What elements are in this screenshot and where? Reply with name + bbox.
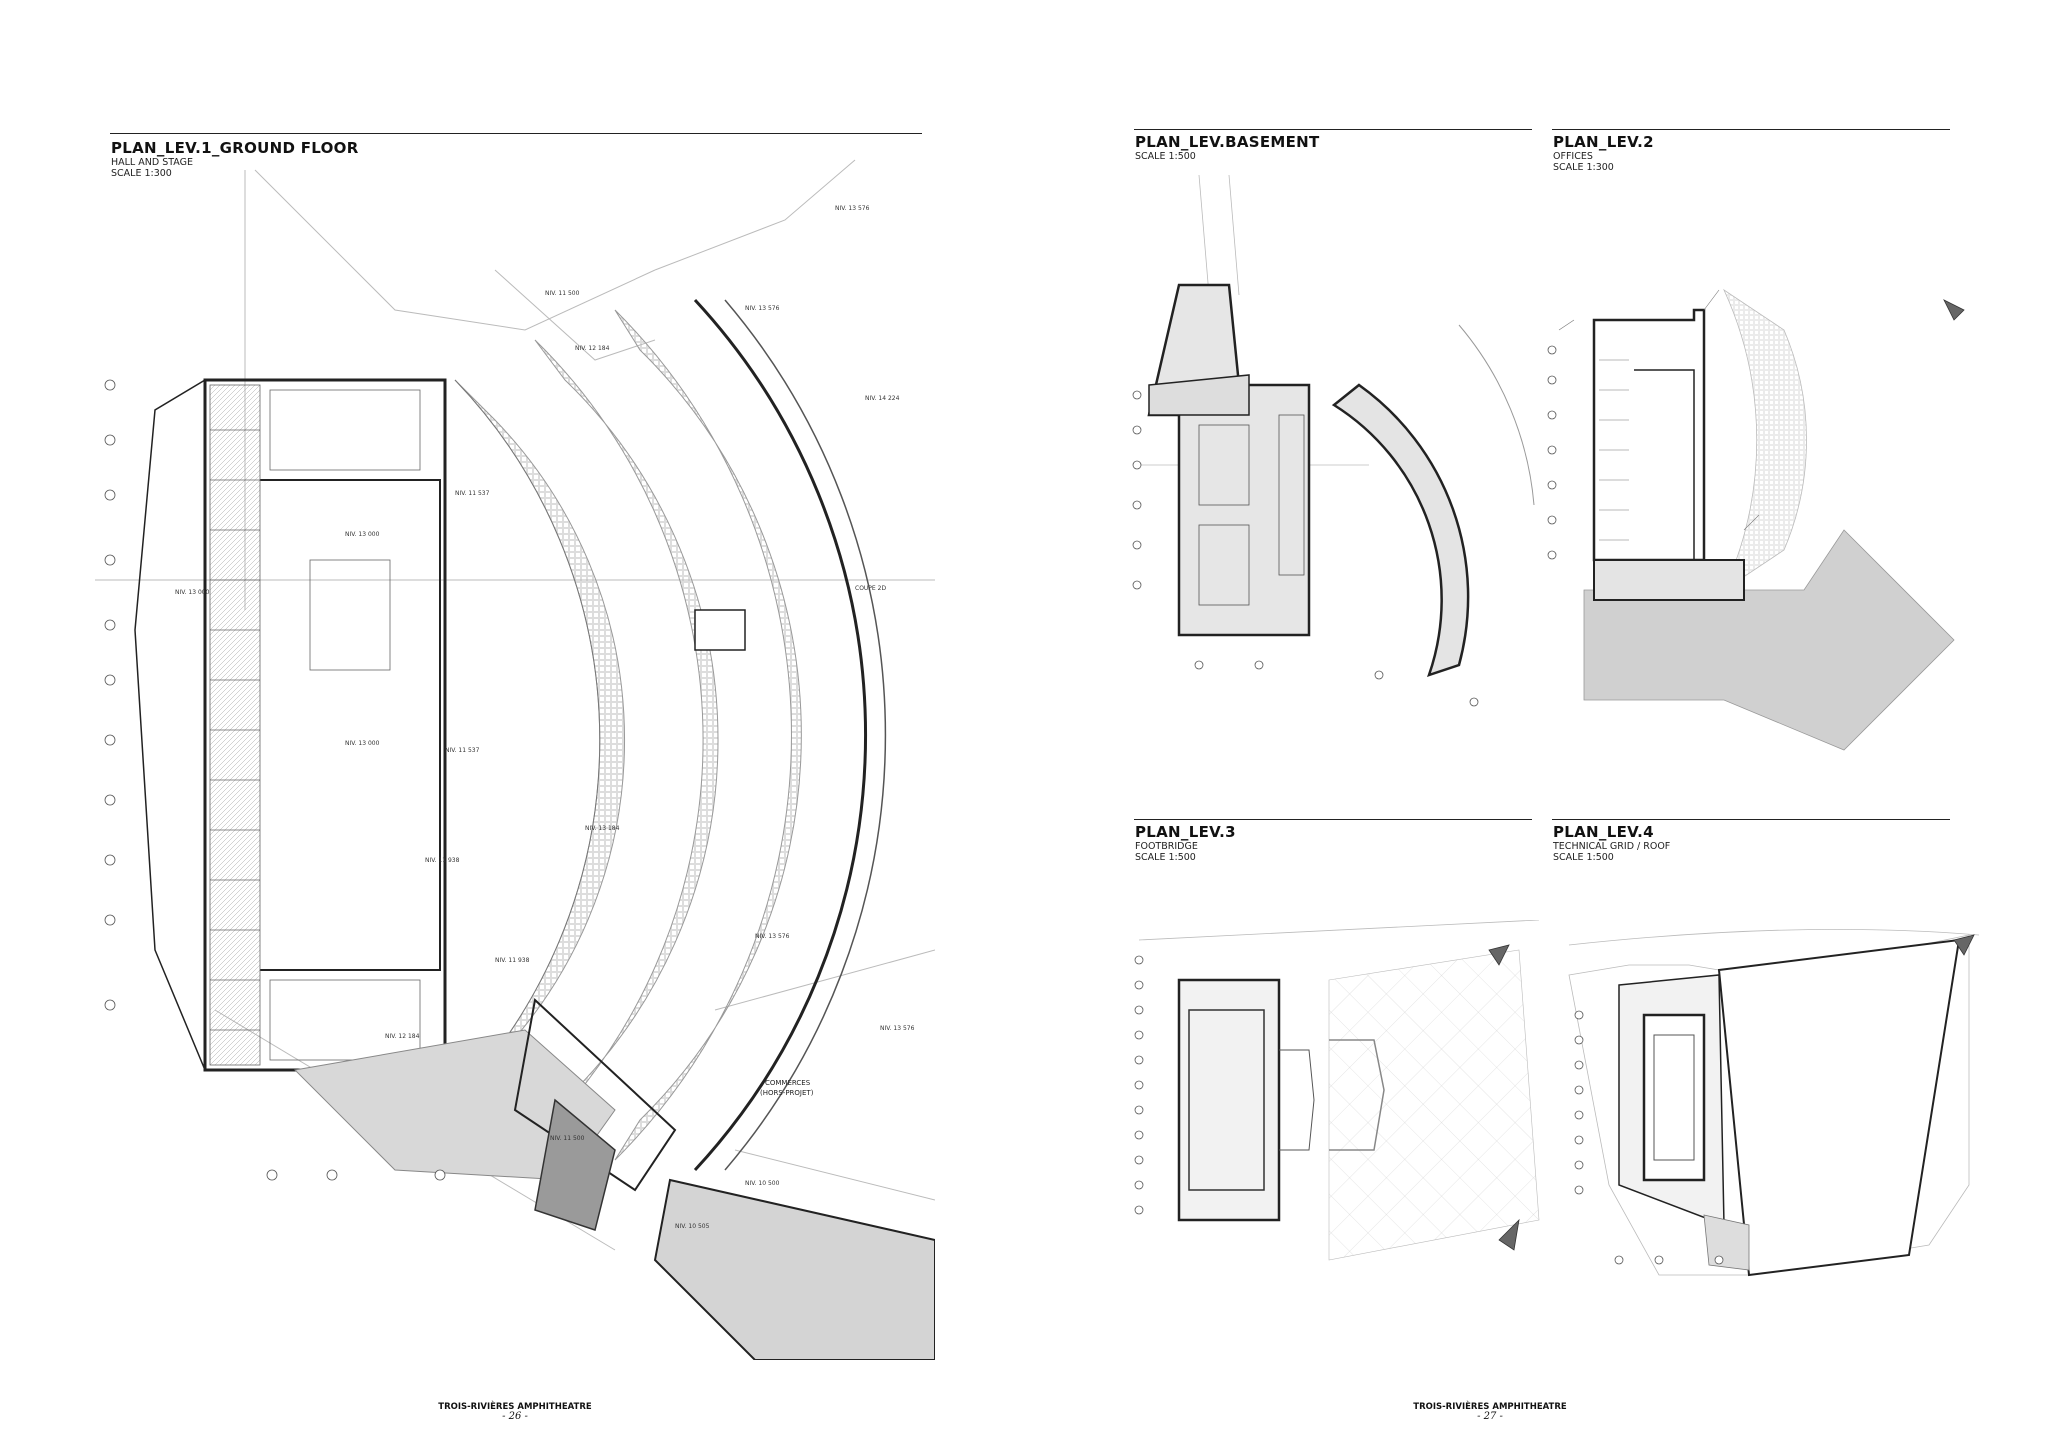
footer-page-number-right: - 27 - bbox=[1477, 1411, 1503, 1422]
plan-title-lev2: PLAN_LEV.2 bbox=[1553, 133, 1654, 151]
basement-rule bbox=[1134, 129, 1532, 130]
plan-subtitle-lev4: TECHNICAL GRID / ROOF bbox=[1553, 841, 1671, 852]
label-niv-11537: NIV. 11 537 bbox=[455, 490, 490, 497]
lev3-plan-drawing bbox=[1134, 920, 1540, 1261]
plan-scale-lev2: SCALE 1:300 bbox=[1553, 162, 1614, 173]
plan-subtitle-lev3: FOOTBRIDGE bbox=[1135, 841, 1198, 852]
plan-scale-basement: SCALE 1:500 bbox=[1135, 151, 1196, 162]
plan-title-ground-floor: PLAN_LEV.1_GROUND FLOOR bbox=[111, 139, 359, 157]
basement-plan-drawing bbox=[1132, 175, 1535, 707]
label-niv-11938: NIV. 11 938 bbox=[425, 857, 460, 864]
footer-page-number-left: - 26 - bbox=[502, 1411, 528, 1422]
plan-title-basement: PLAN_LEV.BASEMENT bbox=[1135, 133, 1320, 151]
plan-subtitle-hall-stage: HALL AND STAGE bbox=[111, 157, 193, 168]
plan-scale-ground-floor: SCALE 1:300 bbox=[111, 168, 172, 179]
label-niv-13576-c: NIV. 13 576 bbox=[755, 933, 790, 940]
label-niv-10505: NIV. 10 505 bbox=[675, 1223, 710, 1230]
label-niv-13000-stage: NIV. 13 000 bbox=[345, 531, 380, 538]
label-niv-13000: NIV. 13 000 bbox=[175, 589, 210, 596]
right-footer: TROIS-RIVIÈRES AMPHITHEATRE - 27 - bbox=[1370, 1402, 1610, 1422]
label-niv-11500-b: NIV. 11 500 bbox=[550, 1135, 585, 1142]
left-page: PLAN_LEV.1_GROUND FLOOR HALL AND STAGE S… bbox=[95, 133, 935, 1422]
left-footer: TROIS-RIVIÈRES AMPHITHEATRE - 26 - bbox=[395, 1402, 635, 1422]
label-niv-12184-b: NIV. 12 184 bbox=[385, 1033, 420, 1040]
lev4-rule bbox=[1552, 819, 1950, 820]
title-rule bbox=[110, 133, 922, 134]
label-niv-12184: NIV. 12 184 bbox=[575, 345, 610, 352]
plan-scale-lev3: SCALE 1:500 bbox=[1135, 852, 1196, 863]
label-niv-13576-top: NIV. 13 576 bbox=[835, 205, 870, 212]
lev2-rule bbox=[1552, 129, 1950, 130]
label-niv-11938-b: NIV. 11 938 bbox=[495, 957, 530, 964]
plan-scale-lev4: SCALE 1:500 bbox=[1553, 852, 1614, 863]
footer-project-right: TROIS-RIVIÈRES AMPHITHEATRE bbox=[1413, 1402, 1567, 1412]
right-page: PLAN_LEV.BASEMENT SCALE 1:500 PLAN_LEV.2… bbox=[1024, 0, 2048, 1450]
footer-project-left: TROIS-RIVIÈRES AMPHITHEATRE bbox=[438, 1402, 592, 1412]
label-niv-14224: NIV. 14 224 bbox=[865, 395, 900, 402]
lev2-plan-drawing bbox=[1547, 288, 1965, 751]
plan-title-lev3: PLAN_LEV.3 bbox=[1135, 823, 1236, 841]
label-niv-13184: NIV. 13 184 bbox=[585, 825, 620, 832]
label-niv-10500: NIV. 10 500 bbox=[745, 1180, 780, 1187]
label-hors-projet: (HORS-PROJET) bbox=[760, 1089, 814, 1097]
label-niv-13576-b: NIV. 13 576 bbox=[745, 305, 780, 312]
label-niv-13000-b: NIV. 13 000 bbox=[345, 740, 380, 747]
lev3-rule bbox=[1134, 819, 1532, 820]
label-niv-11537-b: NIV. 11 537 bbox=[445, 747, 480, 754]
label-commerces: COMMERCES bbox=[765, 1079, 811, 1087]
ground-floor-plan-drawing: NIV. 13 576 NIV. 11 500 NIV. 13 576 NIV.… bbox=[95, 159, 935, 1360]
label-coupe: COUPE 2D bbox=[855, 585, 886, 592]
plan-title-lev4: PLAN_LEV.4 bbox=[1553, 823, 1654, 841]
label-niv-13576-d: NIV. 13 576 bbox=[880, 1025, 915, 1032]
plan-subtitle-lev2: OFFICES bbox=[1553, 151, 1593, 162]
label-niv-11500-top: NIV. 11 500 bbox=[545, 290, 580, 297]
lev4-plan-drawing bbox=[1568, 928, 1979, 1277]
